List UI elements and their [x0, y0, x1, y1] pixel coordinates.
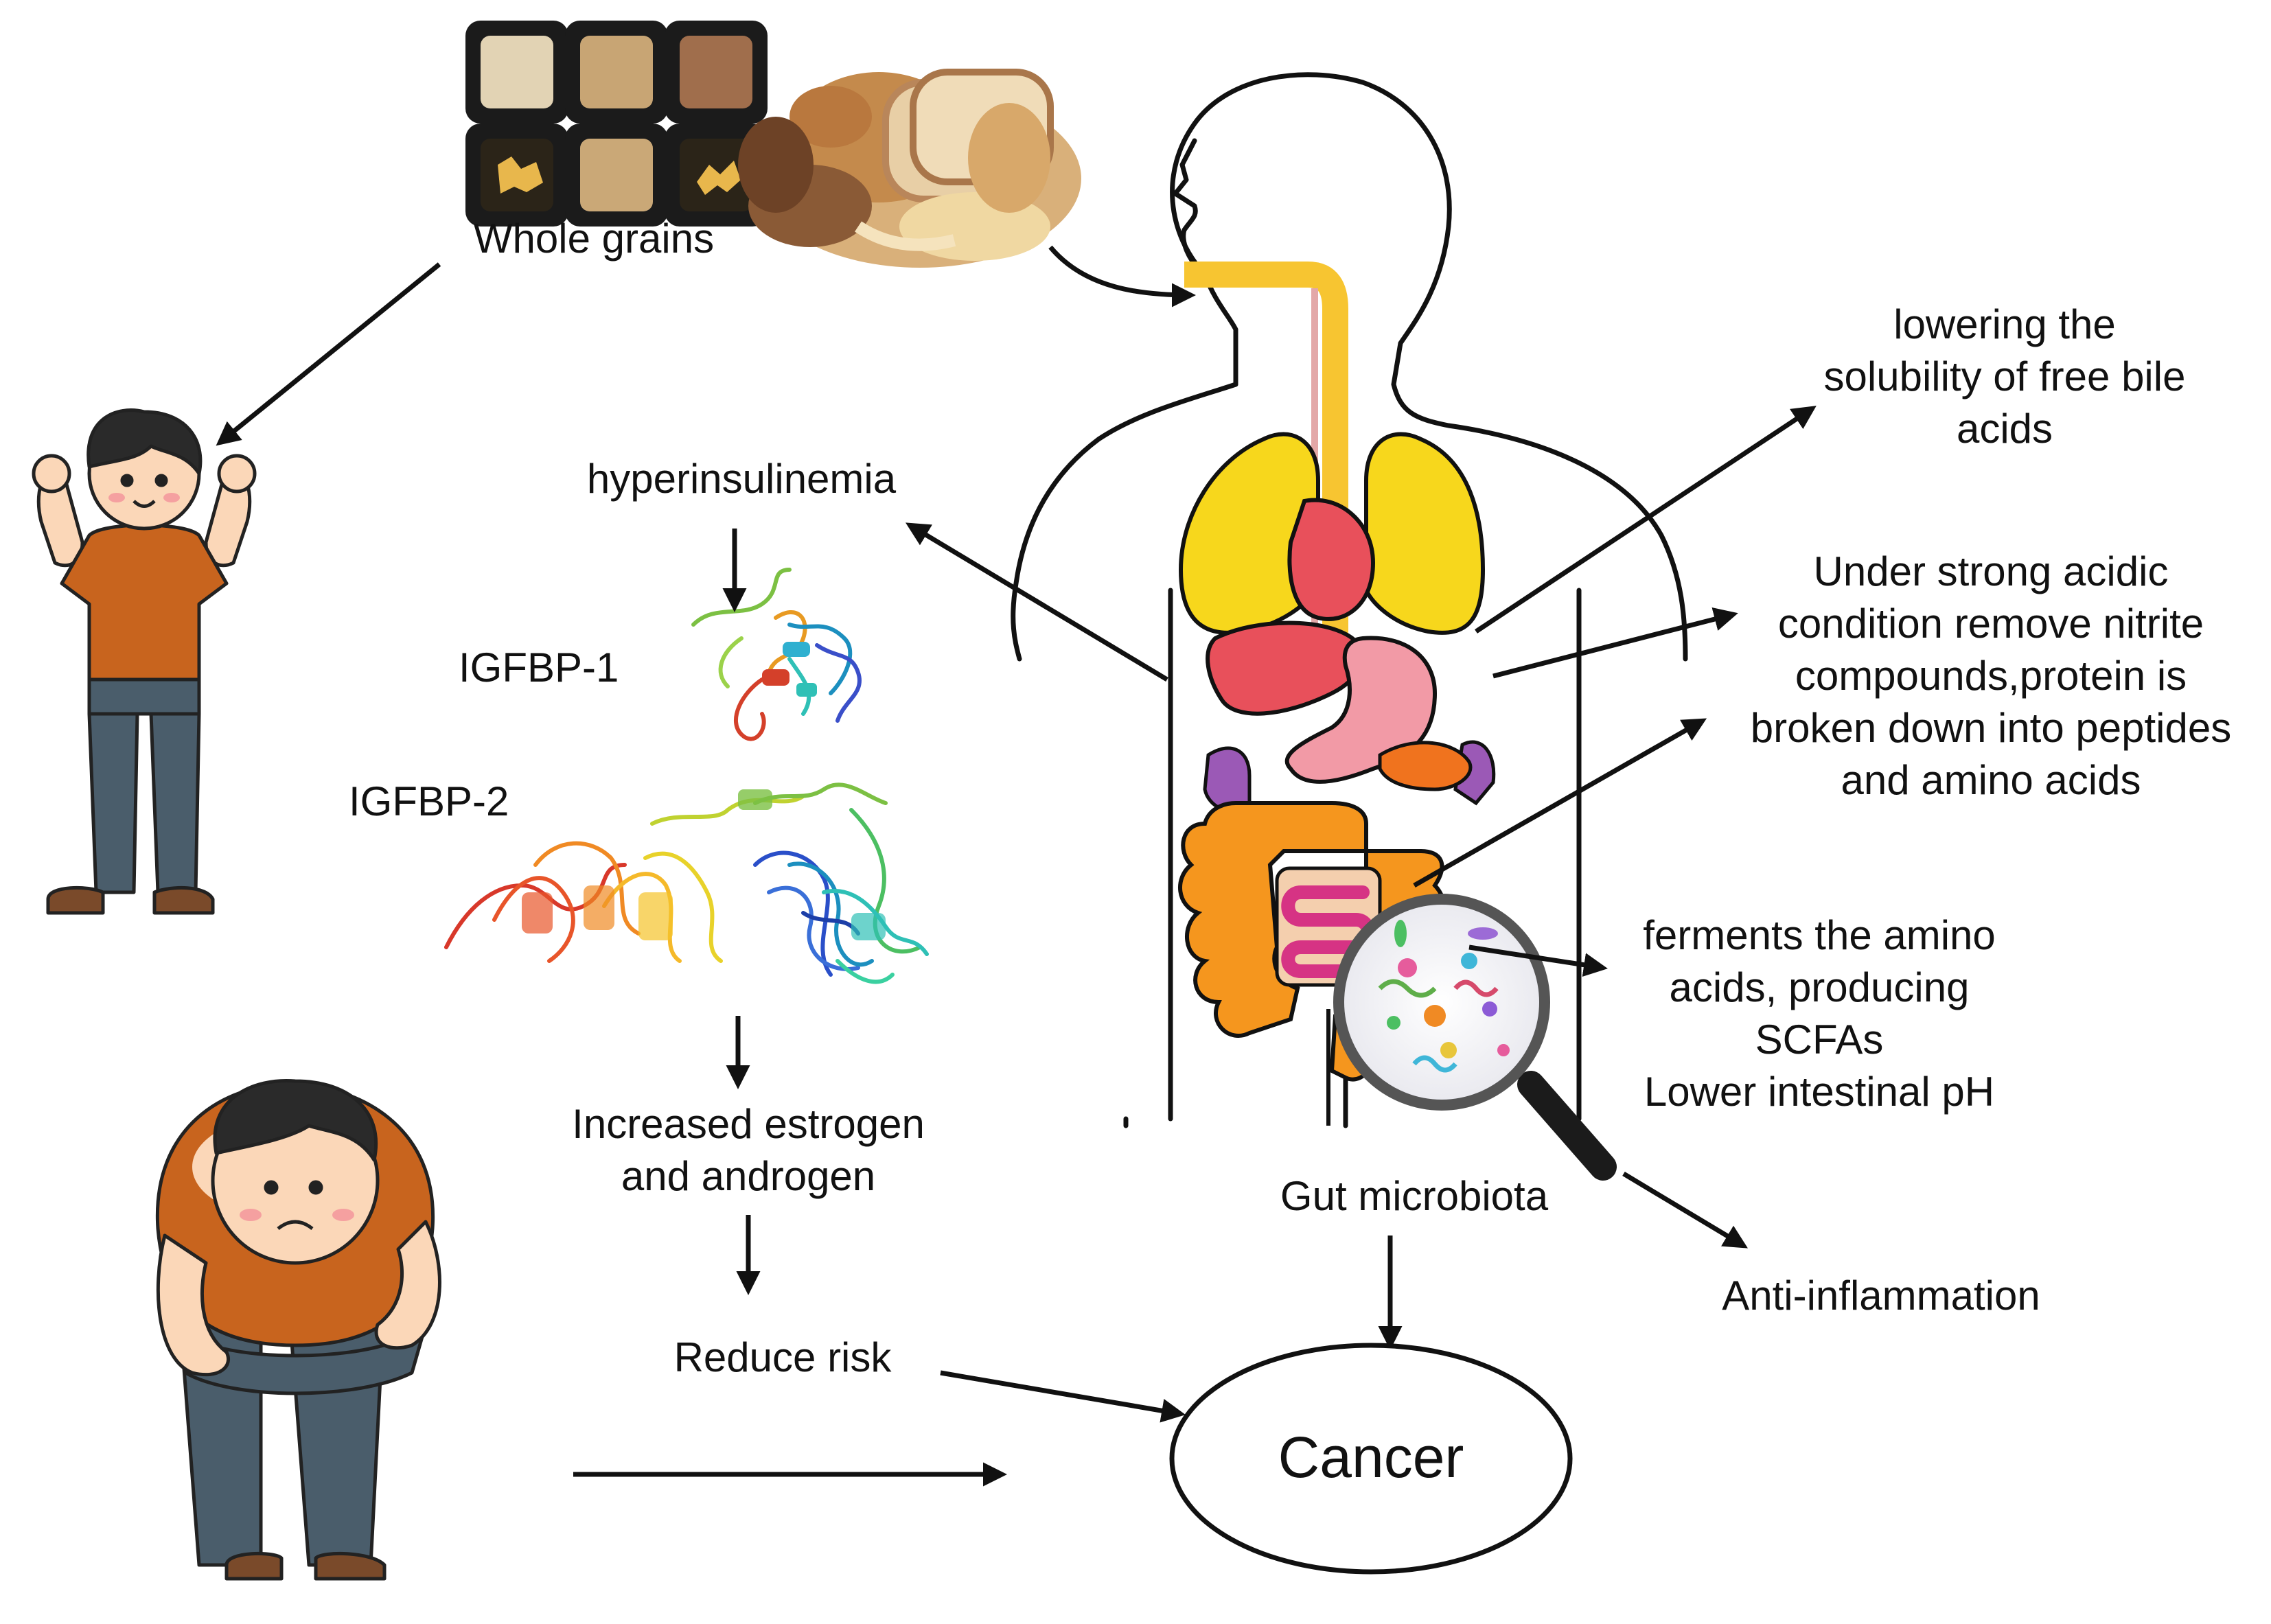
arrow-to-bile-acids: [1475, 406, 1817, 634]
esophagus: [1184, 262, 1348, 652]
arrow-reduce-to-cancer: [940, 1370, 1186, 1423]
arrow-intestine-to-peptides: [1413, 718, 1707, 888]
cancer-label: Cancer: [1278, 1425, 1464, 1489]
igfbp2-protein-image: [444, 782, 929, 984]
anti-inflammation-label: Anti-inflammation: [1722, 1273, 2040, 1319]
heart: [1287, 498, 1376, 621]
igfbp1-protein-image: [691, 568, 862, 741]
ferments-label: ferments the amino acids, producing SCFA…: [1643, 912, 1996, 1115]
arrow-grains-to-mouth: [1048, 245, 1196, 308]
arrow-grains-to-healthy: [216, 262, 441, 446]
human-body-outline: [1011, 72, 1688, 1128]
hyperinsulinemia-label: hyperinsulinemia: [586, 456, 897, 502]
magnifier-microbiota-image: [1333, 894, 1617, 1181]
liver: [1206, 620, 1365, 716]
igfbp2-label: IGFBP-2: [349, 778, 509, 824]
arrow-to-anti-inflammation: [1622, 1171, 1749, 1249]
healthy-person-illustration: [32, 408, 257, 915]
arrow-to-ferments: [1468, 944, 1608, 977]
reduce-risk-label: Reduce risk: [673, 1334, 892, 1380]
igfbp1-label: IGFBP-1: [459, 645, 619, 691]
increased-hormones-label: Increased estrogen and androgen: [572, 1101, 925, 1199]
bread-products-image: [738, 69, 1081, 268]
obese-person-illustration: [155, 1078, 441, 1581]
arrow-to-hyperinsulinemia: [905, 522, 1168, 682]
whole-grains-label: Whole grains: [473, 216, 715, 262]
bile-acids-label: lowering the solubility of free bile aci…: [1823, 301, 2186, 452]
arrows: [216, 245, 1817, 1487]
acidic-condition-label: Under strong acidic condition remove nit…: [1750, 548, 2232, 803]
cancer-ellipse: [1169, 1343, 1573, 1575]
whole-grain-bowls-image: [465, 21, 768, 227]
pancreas: [1378, 741, 1473, 791]
arrow-to-acidic: [1492, 607, 1738, 679]
spleen: [1203, 746, 1252, 814]
gut-microbiota-label: Gut microbiota: [1280, 1173, 1549, 1219]
